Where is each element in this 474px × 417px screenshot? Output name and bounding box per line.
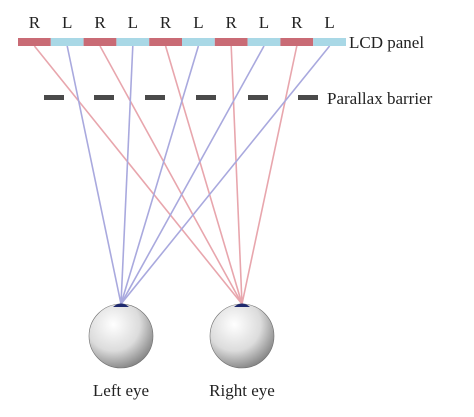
pixel-label: L (128, 13, 138, 32)
right-pixel (214, 38, 248, 46)
barrier-slat (298, 95, 318, 100)
pixel-label: L (62, 13, 72, 32)
pixel-label: R (160, 13, 172, 32)
left-eye-label: Left eye (93, 381, 149, 400)
right-pixel (280, 38, 314, 46)
left-eye (88, 303, 154, 369)
left-pupil (113, 303, 129, 307)
light-rays (33, 45, 331, 305)
right-eye-ray (164, 45, 243, 305)
left-eye-ray (120, 45, 331, 305)
right-eye (209, 303, 275, 369)
left-pixel (182, 38, 215, 46)
right-eye-ray (99, 45, 243, 305)
right-pixel (18, 38, 51, 46)
pixel-label: R (29, 13, 41, 32)
right-eye-ray (241, 45, 298, 305)
left-eye-ray (66, 45, 122, 305)
left-pixel (116, 38, 150, 46)
left-eye-ray (120, 45, 200, 305)
barrier-slat (44, 95, 64, 100)
barrier-slat (248, 95, 268, 100)
left-eyeball (88, 303, 154, 369)
left-pixel (313, 38, 346, 46)
right-pixel (149, 38, 182, 46)
pixel-label: L (193, 13, 203, 32)
barrier-slat (94, 95, 114, 100)
right-eye-ray (230, 45, 243, 305)
pixel-label: L (324, 13, 334, 32)
right-eye-ray (33, 45, 243, 305)
right-pupil (234, 303, 250, 307)
pixel-label: R (291, 13, 303, 32)
barrier-slat (196, 95, 216, 100)
lcd-panel (18, 38, 346, 46)
right-eye-label: Right eye (209, 381, 275, 400)
left-pixel (50, 38, 84, 46)
right-eyeball (209, 303, 275, 369)
left-eye-ray (120, 45, 134, 305)
pixel-label: L (259, 13, 269, 32)
lcd-panel-label: LCD panel (349, 33, 424, 52)
pixel-label: R (94, 13, 106, 32)
pixel-label: R (226, 13, 238, 32)
parallax-barrier-label: Parallax barrier (327, 89, 433, 108)
parallax-barrier (44, 95, 318, 100)
barrier-slat (145, 95, 165, 100)
left-pixel (247, 38, 281, 46)
left-eye-ray (120, 45, 265, 305)
right-pixel (83, 38, 117, 46)
